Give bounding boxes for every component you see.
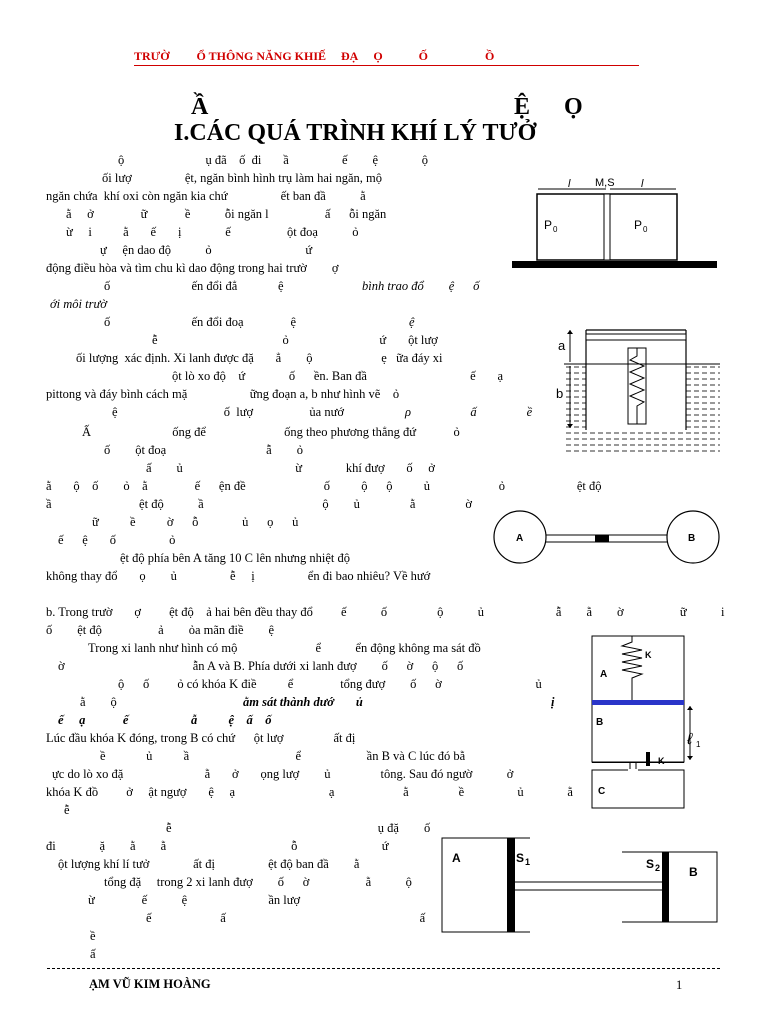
figure-two-chamber-cylinder: l M,S l P 0 P 0	[512, 177, 717, 268]
figure-two-bulbs: A B	[493, 510, 720, 564]
text-line: ấ	[90, 947, 96, 961]
text-line: ế ạ ế ẫ ệ ấ ố	[58, 713, 272, 727]
text-line: ễ	[64, 803, 70, 817]
text-line: ằm sát thành dướ ủ	[243, 695, 363, 709]
label-a: A	[516, 533, 523, 544]
text-line: pittong và đáy bình cách mặ ững đoạn a, …	[46, 387, 400, 401]
text-line: Ấ ống để ống theo phương thẳng đứ ỏ	[82, 425, 460, 439]
text-line: ừ ế ệ ần lượ	[88, 893, 301, 907]
title-fragment-mid: Ệ	[514, 94, 531, 120]
label-a: A	[452, 851, 461, 865]
text-line: ột lò xo độ ứ ố ền. Ban đầ ế ạ	[172, 369, 504, 383]
text-line: ằ ở ữ ề ỗi ngăn l ấ ỗi ngăn	[66, 207, 387, 221]
label-p-left-sub: 0	[553, 225, 558, 234]
label-k-top: K	[645, 650, 652, 660]
text-line: ệ ố lượ ủa nướ	[112, 405, 344, 419]
label-c: C	[598, 786, 605, 797]
text-line: bình trao đổ ệ ố	[362, 279, 480, 293]
label-ms: M,S	[595, 177, 615, 189]
text-line: ễ ỏ ứ ột lượ	[152, 333, 438, 347]
text-line: ngăn chứa khí oxi còn ngăn kia chứ ết ba…	[46, 189, 366, 203]
text-line: ối lượng xác định. Xi lanh được đặ ẳ ộ ẹ…	[76, 351, 443, 365]
label-b: B	[596, 717, 603, 728]
text-line: ố ệt độ ả ỏa mãn điề ệ	[46, 623, 275, 637]
footer-divider	[47, 968, 720, 969]
text-line: ối lượ ệt, ngăn bình hình trụ làm hai ng…	[102, 171, 383, 185]
text-line: ự ện dao độ ỏ ứ	[100, 243, 313, 257]
label-l1: ℓ	[686, 731, 693, 748]
title-fragment-left: Ầ	[191, 94, 209, 120]
text-line: ấ ủ ừ khí đượ ố ở	[146, 461, 435, 475]
label-b: B	[689, 865, 698, 879]
label-l1-sub: 1	[696, 740, 701, 749]
text-line: khóa K đồ ở ật ngượ ệ ạ ạ ằ ề ủ ằ	[46, 785, 573, 799]
text-line: ới môi trườ	[50, 297, 107, 311]
text-line: ề	[90, 929, 96, 943]
text-line: Trong xi lanh như hình có mộ ể ển động k…	[88, 641, 481, 655]
page-number: 1	[676, 978, 683, 992]
label-p-right-sub: 0	[643, 225, 648, 234]
label-l-left: l	[568, 178, 571, 190]
label-k-valve: K	[658, 756, 665, 766]
label-b: b	[556, 386, 563, 401]
label-p-right: P	[634, 218, 642, 232]
text-line: ữ ề ờ ỗ ủ ọ ủ	[92, 515, 299, 529]
text-line: ừ i ằ ế ị ế ột đoạ ỏ	[66, 225, 359, 239]
text-line: tổng đặ trong 2 xi lanh đượ ố ờ ằ ộ	[104, 875, 412, 889]
footer-author: ẠM VŨ KIM HOÀNG	[89, 977, 211, 991]
text-line: không thay đổ ọ ủ ễ ị ển đi bao nhiêu? V…	[46, 569, 431, 583]
label-s1: S	[516, 851, 524, 865]
text-line: ễ ụ đặ ố	[166, 821, 431, 835]
text-line: ầ ệt độ ầ ộ ủ ằ ờ	[46, 497, 473, 511]
label-a: a	[558, 338, 566, 353]
text-line: ề ủ ầ ể ần B và C lúc đó bằ	[100, 749, 466, 763]
text-line: ộ ụ đã ố đi ầ ế ệ ộ	[118, 153, 429, 167]
page-header: TRƯỜ Ổ THÔNG NĂNG KHIẾ ĐẠ Ọ Ố Ồ	[134, 49, 639, 66]
label-l-right: l	[641, 178, 644, 190]
text-line: ệt độ phía bên A tăng 10 C lên nhưng nhi…	[120, 551, 351, 565]
text-line: ực do lò xo đặ ằ ở ọng lượ ủ tông. Sau đ…	[52, 767, 514, 781]
text-line: ằ ộ	[80, 695, 117, 709]
text-line: ờ ẫn A và B. Phía dưới xi lanh đượ ố ờ ộ…	[58, 659, 464, 673]
text-line: ố ến đổi đoạ ệ	[104, 315, 296, 329]
text-line: b. Trong trườ ợ ệt độ ả hai bên đều thay…	[46, 605, 725, 619]
label-p-left: P	[544, 218, 552, 232]
text-line: Lúc đầu khóa K đóng, trong B có chứ ột l…	[46, 731, 356, 745]
text-line: ế ệ ố ỏ	[58, 533, 176, 547]
label-s1-sub: 1	[525, 857, 530, 867]
text-line: ế ấ ấ	[146, 911, 426, 925]
title-fragment-right: Ọ	[564, 94, 583, 120]
text-line: ố ột đoạ ẫ ỏ	[104, 443, 303, 457]
label-a: A	[600, 669, 607, 680]
text-line: ộ ố ỏ có khóa K điề ể tổng đượ ố ờ ủ	[118, 677, 542, 691]
text-line: ố ến đổi đẳ ệ	[104, 279, 284, 293]
label-s2-sub: 2	[655, 863, 660, 873]
figure-tube-in-water: a b	[556, 329, 720, 456]
figure-horizontal-cylinders: A S 1 S 2 B	[441, 837, 718, 933]
text-line: ρ ấ ề	[405, 405, 533, 419]
label-s2: S	[646, 857, 654, 871]
text-line: động điều hòa và tìm chu kì dao động tro…	[46, 261, 339, 275]
text-line: ị	[551, 695, 555, 709]
text-line: ằ ộ ố ỏ ằ ế ện đề ố ộ ộ ủ ỏ ệt độ	[46, 479, 602, 493]
text-line: đi ặ ằ ằ ỗ ứ	[46, 839, 389, 853]
section-heading: I.CÁC QUÁ TRÌNH KHÍ LÝ TƯỞ	[174, 120, 537, 146]
text-line: ệ	[409, 315, 415, 329]
text-line: ột lượng khí lí tưở ất đị ệt độ ban đầ ằ	[58, 857, 360, 871]
figure-vertical-cylinder: A K B ℓ 1 K C	[591, 635, 701, 809]
label-b: B	[688, 533, 695, 544]
